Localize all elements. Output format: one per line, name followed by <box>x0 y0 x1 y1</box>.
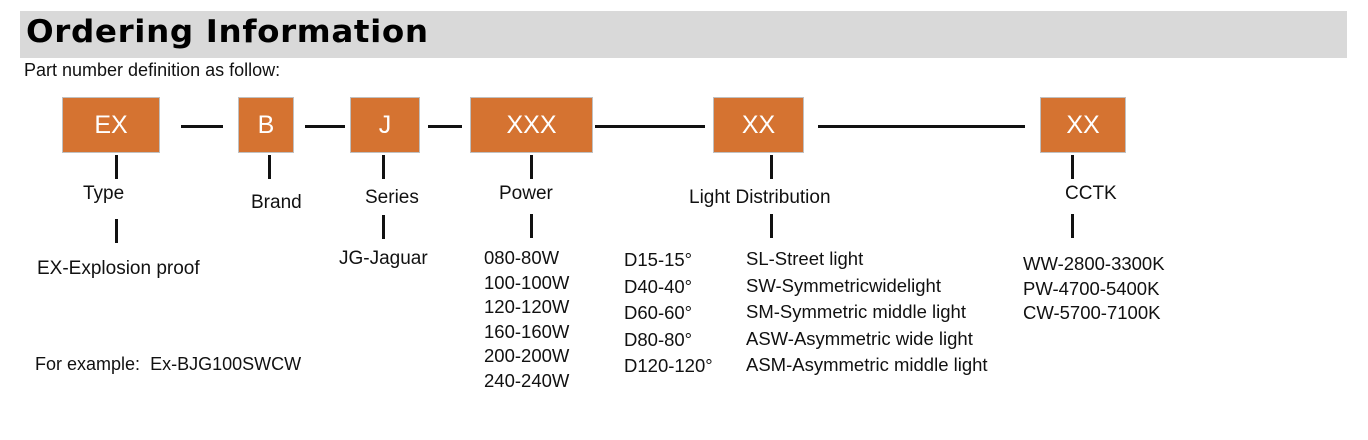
tick-line <box>530 214 533 238</box>
example-value: Ex-BJG100SWCW <box>150 354 302 374</box>
connector-line <box>305 125 345 128</box>
power-option: 240-240W <box>484 369 570 391</box>
series-option: JG-Jaguar <box>339 248 428 269</box>
tick-line <box>530 155 533 179</box>
tick-line <box>770 214 773 238</box>
power-options-list: 080-80W 100-100W 120-120W 160-160W 200-2… <box>484 246 569 393</box>
beam-angle-option: D15-15° <box>624 249 693 270</box>
page-title: Ordering Information <box>26 14 429 50</box>
tick-line <box>1071 214 1074 238</box>
header-bar <box>20 11 1347 58</box>
segment-label-power: Power <box>499 183 553 204</box>
code-box-type: EX <box>62 97 160 153</box>
cctk-options-list: WW-2800-3300K PW-4700-5400K CW-5700-7100… <box>1023 252 1165 326</box>
beam-angle-list: D15-15° D40-40° D60-60° D80-80° D120-120… <box>624 247 713 380</box>
distribution-option: ASW-Asymmetric wide light <box>746 327 973 349</box>
example-line: For example: Ex-BJG100SWCW <box>35 354 301 375</box>
distribution-options-list: SL-Street light SW-Symmetricwidelight SM… <box>746 246 988 379</box>
tick-line <box>1071 155 1074 179</box>
segment-label-light-distribution: Light Distribution <box>689 187 831 208</box>
connector-line <box>595 125 705 128</box>
code-box-series: J <box>350 97 420 153</box>
type-option: EX-Explosion proof <box>37 258 200 279</box>
segment-label-type: Type <box>83 183 125 204</box>
cctk-option: WW-2800-3300K <box>1023 253 1165 274</box>
power-option: 080-80W <box>484 247 560 268</box>
tick-line <box>268 155 271 179</box>
subtitle: Part number definition as follow: <box>24 60 281 80</box>
beam-angle-option: D60-60° <box>624 302 693 323</box>
beam-angle-option: D40-40° <box>624 275 693 297</box>
tick-line <box>770 155 773 179</box>
tick-line <box>382 215 385 239</box>
cctk-option: CW-5700-7100K <box>1023 302 1161 323</box>
distribution-option: SM-Symmetric middle light <box>746 301 966 322</box>
segment-label-series: Series <box>365 187 419 208</box>
code-box-light-distribution: XX <box>713 97 804 153</box>
beam-angle-option: D120-120° <box>624 355 713 376</box>
code-box-brand: B <box>238 97 294 153</box>
connector-line <box>428 125 462 128</box>
cctk-option: PW-4700-5400K <box>1023 277 1160 299</box>
tick-line <box>115 219 118 243</box>
code-box-power: XXX <box>470 97 593 153</box>
power-option: 120-120W <box>484 296 570 317</box>
power-option: 160-160W <box>484 320 570 342</box>
connector-line <box>818 125 1025 128</box>
power-option: 200-200W <box>484 345 570 366</box>
distribution-option: SL-Street light <box>746 248 864 269</box>
distribution-option: ASM-Asymmetric middle light <box>746 354 988 375</box>
beam-angle-option: D80-80° <box>624 328 693 350</box>
tick-line <box>115 155 118 179</box>
segment-label-brand: Brand <box>251 192 302 213</box>
tick-line <box>382 155 385 179</box>
distribution-option: SW-Symmetricwidelight <box>746 274 941 296</box>
power-option: 100-100W <box>484 271 570 293</box>
code-box-cctk: XX <box>1040 97 1126 153</box>
connector-line <box>181 125 223 128</box>
segment-label-cctk: CCTK <box>1065 183 1117 204</box>
example-label: For example: <box>35 354 141 374</box>
